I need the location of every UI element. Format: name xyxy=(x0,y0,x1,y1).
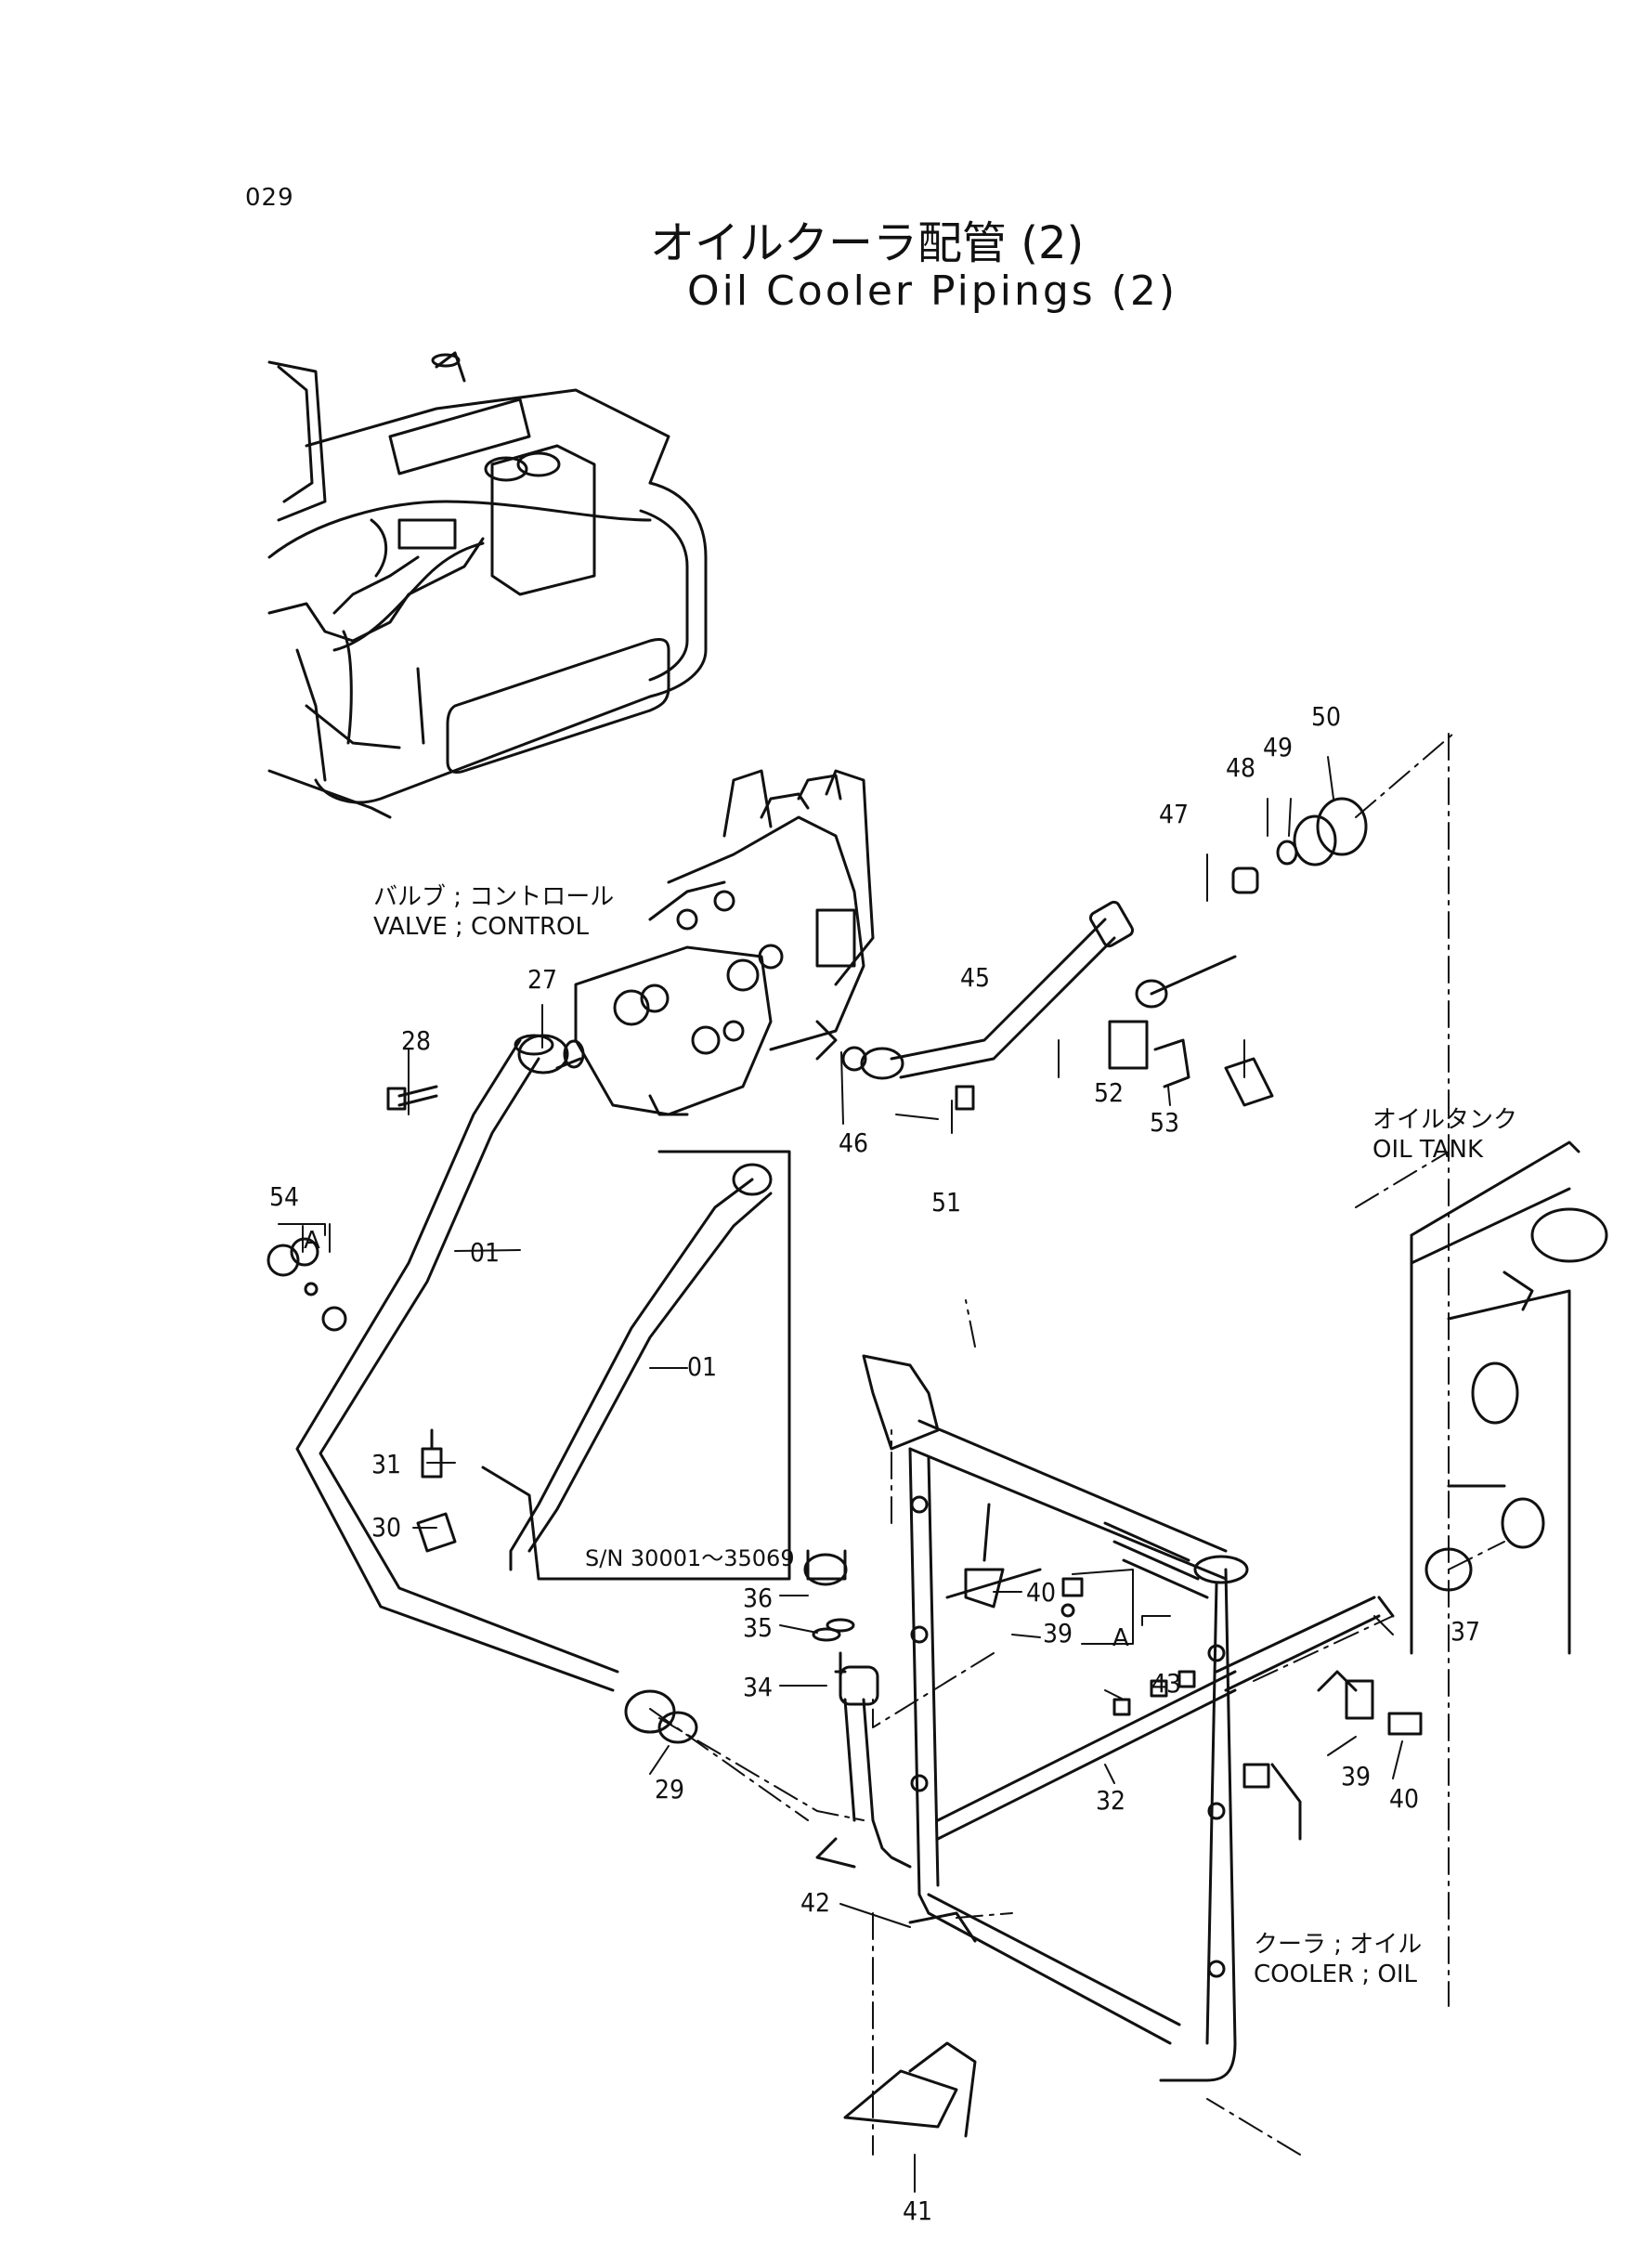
oil-tank-label-english: OIL TANK xyxy=(1372,1136,1484,1164)
callout-51: 51 xyxy=(931,1187,962,1218)
callout-27: 27 xyxy=(527,964,558,995)
callout-46: 46 xyxy=(839,1127,869,1158)
hose-37 xyxy=(1215,1547,1473,1692)
callout-36: 36 xyxy=(743,1583,774,1613)
callout-50: 50 xyxy=(1311,701,1342,732)
valve-label-english: VALVE ; CONTROL xyxy=(373,913,590,941)
callout-42: 42 xyxy=(800,1887,831,1918)
page-title-english: Oil Cooler Pipings (2) xyxy=(687,267,1177,315)
callout-45: 45 xyxy=(960,962,991,993)
machine-body-illustration xyxy=(267,351,708,819)
pipe-45 xyxy=(860,900,1135,1080)
ref-letter-a-right: A xyxy=(1112,1624,1129,1652)
control-valve-illustration xyxy=(574,769,875,1116)
pipe-01-main xyxy=(295,1034,619,1692)
callout-54: 54 xyxy=(269,1181,300,1212)
page-title-japanese: オイルクーラ配管 (2) xyxy=(650,217,1085,269)
callout-40-center: 40 xyxy=(1026,1577,1057,1608)
callout-52: 52 xyxy=(1094,1077,1125,1108)
callout-01-main: 01 xyxy=(470,1237,501,1268)
small-parts xyxy=(267,797,1423,2138)
callout-35: 35 xyxy=(743,1612,774,1643)
callout-47: 47 xyxy=(1159,799,1190,829)
callout-30: 30 xyxy=(371,1512,402,1543)
oil-cooler-illustration xyxy=(815,1354,1249,2082)
serial-inset-box xyxy=(481,1150,791,1581)
callout-32: 32 xyxy=(1096,1785,1126,1816)
callout-48: 48 xyxy=(1226,752,1256,783)
callout-40-right: 40 xyxy=(1389,1783,1420,1814)
callout-39-right: 39 xyxy=(1341,1761,1372,1791)
valve-label-japanese: バルブ ; コントロール xyxy=(373,883,615,911)
callout-41: 41 xyxy=(903,2195,933,2226)
callout-34: 34 xyxy=(743,1672,774,1702)
callout-37: 37 xyxy=(1450,1616,1481,1647)
cooler-label-english: COOLER ; OIL xyxy=(1254,1961,1417,1988)
callout-53: 53 xyxy=(1150,1107,1180,1138)
callout-01-inset: 01 xyxy=(687,1351,718,1382)
oil-tank-label-japanese: オイルタンク xyxy=(1372,1106,1518,1134)
ref-letter-a-left: A xyxy=(304,1227,320,1255)
oil-tank-illustration xyxy=(1410,1140,1608,1655)
callout-49: 49 xyxy=(1263,732,1294,762)
phantom-lines xyxy=(649,733,1505,2156)
callout-43: 43 xyxy=(1151,1668,1182,1699)
leader-lines xyxy=(302,756,1403,2193)
cooler-label-japanese: クーラ ; オイル xyxy=(1254,1931,1423,1959)
callout-29: 29 xyxy=(655,1774,685,1804)
callout-28: 28 xyxy=(401,1025,432,1056)
page-number: 029 xyxy=(245,184,294,212)
callout-39-center: 39 xyxy=(1043,1618,1073,1648)
ref-brackets xyxy=(278,1223,1171,1626)
callout-31: 31 xyxy=(371,1449,402,1479)
serial-number-note: S/N 30001～35069 xyxy=(585,1545,795,1571)
